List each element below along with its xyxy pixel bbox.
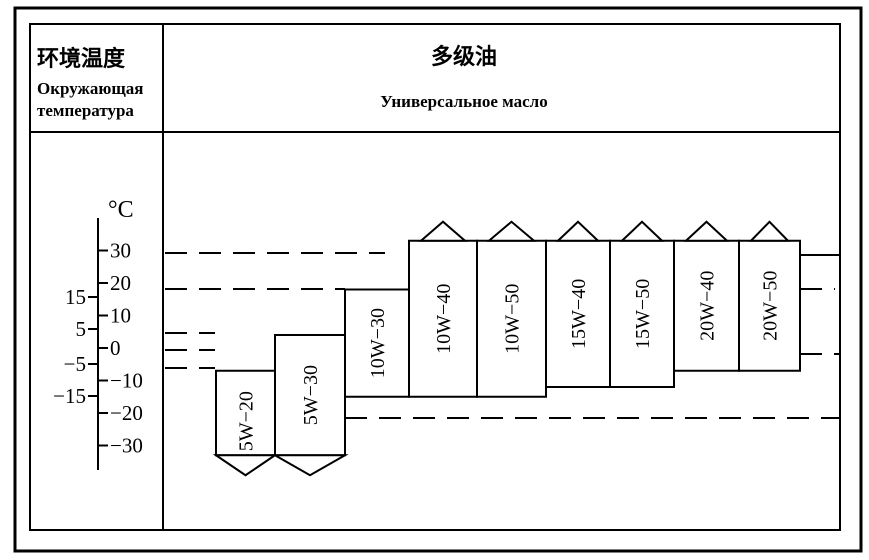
grade-label: 20W−50 xyxy=(760,271,782,341)
unit-label: °C xyxy=(108,197,134,223)
grade-bar-5w-20: 5W−20 xyxy=(212,369,279,477)
celsius-tick-label: −10 xyxy=(110,369,143,393)
arrow-up-icon xyxy=(486,220,537,242)
inner-frame xyxy=(29,23,841,531)
grade-label: 15W−40 xyxy=(568,279,590,349)
header-left-cn: 环境温度 xyxy=(37,46,126,72)
grade-range xyxy=(344,288,410,398)
secondary-tick-label: −15 xyxy=(53,384,86,408)
celsius-tick-label: 0 xyxy=(110,336,121,360)
grade-bars: 5W−20 5W−30 10W−30 10W−40 10W−50 15W−40 15W−50… xyxy=(212,220,801,477)
outer-frame xyxy=(13,6,863,553)
celsius-tick-label: −30 xyxy=(110,434,143,458)
arrow-down-icon xyxy=(212,454,279,477)
header-right-ru: Универсальное масло xyxy=(380,92,547,111)
arrow-up-icon xyxy=(619,220,665,242)
grade-range xyxy=(673,239,740,372)
celsius-tick-label: 20 xyxy=(110,271,131,295)
secondary-tick-label: 15 xyxy=(65,285,86,309)
grade-label: 5W−30 xyxy=(300,365,322,425)
secondary-tick-label: −5 xyxy=(64,352,86,376)
grade-bar-10w-50: 10W−50 xyxy=(476,220,547,398)
grade-bar-10w-30: 10W−30 xyxy=(344,288,410,398)
grade-label: 10W−40 xyxy=(433,284,455,354)
grade-bar-15w-40: 15W−40 xyxy=(545,220,611,388)
secondary-tick-label: 5 xyxy=(76,317,87,341)
grade-bar-20w-40: 20W−40 xyxy=(673,220,740,372)
celsius-tick-label: −20 xyxy=(110,401,143,425)
grade-bar-15w-50: 15W−50 xyxy=(609,220,675,388)
grade-label: 10W−30 xyxy=(367,308,389,378)
grade-range xyxy=(215,369,276,457)
arrow-up-icon xyxy=(555,220,601,242)
grade-bar-20w-50: 20W−50 xyxy=(738,220,801,372)
grade-label: 10W−50 xyxy=(502,284,524,354)
header-left-ru-2: температура xyxy=(37,101,134,120)
reference-dashes xyxy=(165,252,840,419)
arrow-down-icon xyxy=(271,454,349,477)
grade-range xyxy=(609,239,675,388)
arrow-up-icon xyxy=(683,220,730,242)
grade-bar-10w-40: 10W−40 xyxy=(408,220,478,398)
celsius-tick-label: 10 xyxy=(110,304,131,328)
celsius-tick-label: 30 xyxy=(110,239,131,263)
arrow-up-icon xyxy=(748,220,791,242)
secondary-scale: 15 5 −5 −15 xyxy=(53,285,98,408)
grade-range xyxy=(408,239,478,398)
header-left-ru-1: Окружающая xyxy=(37,79,143,98)
grade-label: 20W−40 xyxy=(697,271,719,341)
arrow-up-icon xyxy=(418,220,468,242)
grade-label: 15W−50 xyxy=(632,279,654,349)
grade-range xyxy=(545,239,611,388)
celsius-scale: 30 20 10 0 −10 −20 −30 xyxy=(98,239,143,458)
grade-range xyxy=(476,239,547,398)
header-right-cn: 多级油 xyxy=(431,44,497,70)
grade-label: 5W−20 xyxy=(236,391,258,451)
grade-bar-5w-30: 5W−30 xyxy=(271,334,349,477)
